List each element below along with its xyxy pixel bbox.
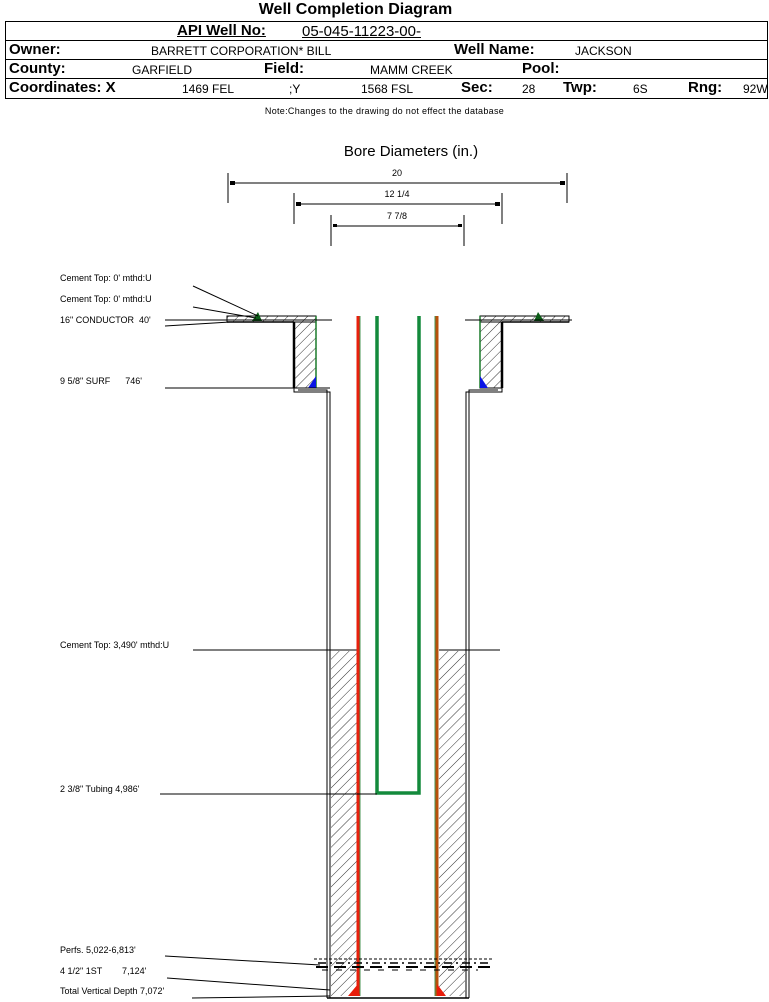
well-name-value: JACKSON xyxy=(575,44,632,58)
cement-top-marker-left xyxy=(252,312,262,321)
coord-y-label: ;Y xyxy=(289,82,301,96)
bore-dimension-20: 20 xyxy=(227,168,568,203)
annulus-cement-left xyxy=(331,651,358,996)
field-value: MAMM CREEK xyxy=(370,63,453,77)
annotation-cement-top-0-b: Cement Top: 0' mthd:U xyxy=(60,294,152,304)
twp-label: Twp: xyxy=(563,79,597,96)
leader-conductor xyxy=(164,321,231,327)
twp-value: 6S xyxy=(633,82,648,96)
conductor-right xyxy=(479,312,570,389)
annotation-tubing: 2 3/8" Tubing 4,986' xyxy=(60,784,140,794)
annulus-cement-right xyxy=(439,651,465,996)
county-label: County: xyxy=(9,60,66,77)
leader-perfs xyxy=(164,955,321,966)
annotation-production-casing: 4 1/2" 1ST 7,124' xyxy=(60,966,147,976)
well-header-table: API Well No: 05-045-11223-00- Owner: BAR… xyxy=(5,21,768,99)
bore-dimension-12-1-4: 12 1/4 xyxy=(293,189,503,224)
bore-dimension-20-label: 20 xyxy=(392,168,402,178)
bore-dimension-7-7-8: 7 7/8 xyxy=(330,211,465,246)
coord-x-label: Coordinates: X xyxy=(9,79,116,96)
owner-value: BARRETT CORPORATION* BILL xyxy=(151,44,332,58)
cement-shoe-right xyxy=(480,376,488,388)
bore-diameters-title: Bore Diameters (in.) xyxy=(344,143,478,160)
owner-label: Owner: xyxy=(9,41,61,58)
leader-cement-top-0-a xyxy=(192,285,259,317)
coordinates-row: Coordinates: X 1469 FEL ;Y 1568 FSL Sec:… xyxy=(6,79,768,98)
conductor-left xyxy=(226,312,317,389)
tubing xyxy=(375,316,421,795)
sec-value: 28 xyxy=(522,82,536,96)
leader-production xyxy=(166,977,331,991)
api-value: 05-045-11223-00- xyxy=(302,23,421,40)
cement-shoe-left xyxy=(308,376,316,388)
coord-y-value: 1568 FSL xyxy=(361,82,414,96)
annotation-perfs: Perfs. 5,022-6,813' xyxy=(60,945,136,955)
pool-label: Pool: xyxy=(522,60,560,77)
annotation-surface-casing: 9 5/8" SURF 746' xyxy=(60,376,142,386)
rng-value: 92W xyxy=(743,82,768,96)
sec-label: Sec: xyxy=(461,79,493,96)
casing-shoe-left xyxy=(348,984,360,996)
casing-shoe-right xyxy=(437,984,446,996)
annotation-conductor: 16" CONDUCTOR 40' xyxy=(60,315,151,325)
annotation-cement-top-0-a: Cement Top: 0' mthd:U xyxy=(60,273,152,283)
owner-row: Owner: BARRETT CORPORATION* BILL Well Na… xyxy=(6,41,767,60)
annotation-cement-top-3490: Cement Top: 3,490' mthd:U xyxy=(60,640,169,650)
page-title: Well Completion Diagram xyxy=(258,1,453,18)
county-value: GARFIELD xyxy=(132,63,193,77)
database-note: Note:Changes to the drawing do not effec… xyxy=(264,106,505,116)
annotation-total-vertical-depth: Total Vertical Depth 7,072' xyxy=(60,986,165,996)
field-label: Field: xyxy=(264,60,304,77)
county-row: County: GARFIELD Field: MAMM CREEK Pool: xyxy=(6,60,767,79)
coord-x-value: 1469 FEL xyxy=(182,82,235,96)
bore-dimension-12-1-4-label: 12 1/4 xyxy=(384,189,409,199)
well-name-label: Well Name: xyxy=(454,41,535,58)
perforations xyxy=(314,958,492,971)
leader-cement-top-0-b xyxy=(192,306,257,319)
surface-casing xyxy=(293,388,503,998)
bore-dimension-7-7-8-label: 7 7/8 xyxy=(387,211,407,221)
rng-label: Rng: xyxy=(688,79,723,96)
cement-top-marker-right xyxy=(534,312,544,321)
leader-tvd xyxy=(191,995,331,999)
api-label: API Well No: xyxy=(177,22,266,39)
api-row: API Well No: 05-045-11223-00- xyxy=(6,22,767,41)
